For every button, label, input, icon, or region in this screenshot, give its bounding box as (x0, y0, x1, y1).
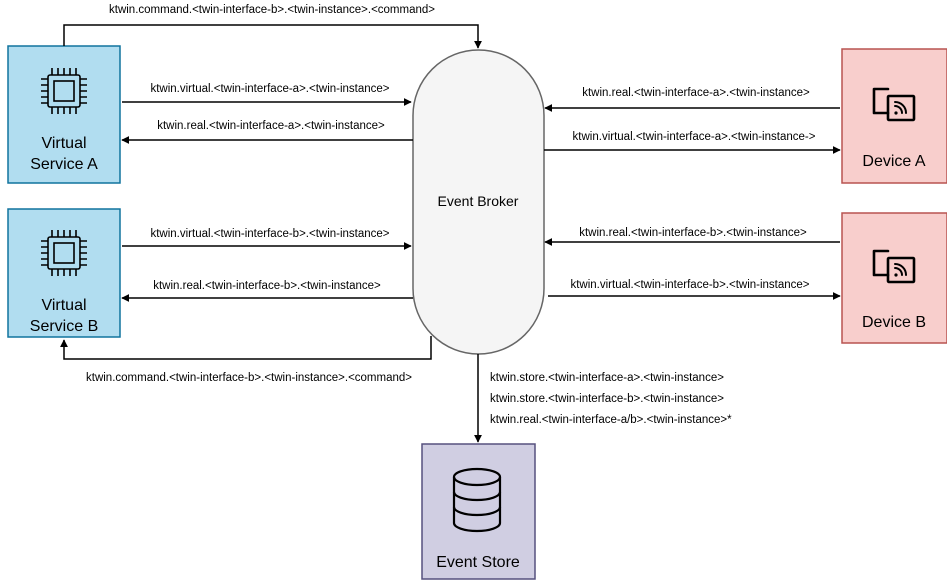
device-a-node[interactable]: Device A (841, 48, 947, 184)
edge-db-real-label: ktwin.real.<twin-interface-b>.<twin-inst… (579, 227, 807, 239)
device-a-box (841, 48, 947, 184)
edge-da-virtual-label: ktwin.virtual.<twin-interface-a>.<twin-i… (573, 131, 816, 143)
device-a-label: Device A (862, 153, 925, 170)
edge-da-virtual: ktwin.virtual.<twin-interface-a>.<twin-i… (544, 131, 841, 154)
edge-command-bottom-label: ktwin.command.<twin-interface-b>.<twin-i… (86, 372, 412, 384)
event-store-label: Event Store (436, 554, 520, 571)
device-signal-icon (872, 249, 916, 284)
cpu-chip-icon (41, 68, 87, 114)
virtual-service-a-label-line2: Service A (30, 156, 98, 173)
virtual-service-b-label-line2: Service B (30, 318, 98, 335)
edge-command-bottom: ktwin.command.<twin-interface-b>.<twin-i… (60, 336, 432, 384)
edge-store-label-3: ktwin.real.<twin-interface-a/b>.<twin-in… (490, 414, 732, 426)
device-b-node[interactable]: Device B (841, 212, 947, 344)
edge-store-label-2: ktwin.store.<twin-interface-b>.<twin-ins… (490, 393, 724, 405)
virtual-service-a-label-line1: Virtual (41, 135, 86, 152)
edge-vsa-virtual: ktwin.virtual.<twin-interface-a>.<twin-i… (122, 83, 412, 106)
edge-store: ktwin.store.<twin-interface-a>.<twin-ins… (474, 354, 732, 443)
edge-db-real: ktwin.real.<twin-interface-b>.<twin-inst… (544, 227, 840, 246)
virtual-service-b-node[interactable]: Virtual Service B (7, 208, 121, 338)
device-b-label: Device B (862, 314, 926, 331)
edge-vsa-real: ktwin.real.<twin-interface-a>.<twin-inst… (121, 120, 413, 144)
edge-vsb-virtual-label: ktwin.virtual.<twin-interface-b>.<twin-i… (150, 228, 389, 240)
edge-da-real-label: ktwin.real.<twin-interface-a>.<twin-inst… (582, 87, 810, 99)
edge-command-top-label: ktwin.command.<twin-interface-b>.<twin-i… (109, 4, 435, 16)
event-broker-label: Event Broker (438, 193, 519, 209)
device-signal-icon (872, 87, 916, 122)
edge-store-label-1: ktwin.store.<twin-interface-a>.<twin-ins… (490, 372, 724, 384)
edge-vsb-real: ktwin.real.<twin-interface-b>.<twin-inst… (121, 280, 413, 302)
edge-vsb-virtual: ktwin.virtual.<twin-interface-b>.<twin-i… (122, 228, 412, 250)
event-store-box (421, 443, 536, 580)
edge-command-top: ktwin.command.<twin-interface-b>.<twin-i… (63, 4, 482, 49)
edge-vsb-real-label: ktwin.real.<twin-interface-b>.<twin-inst… (153, 280, 381, 292)
edge-command-bottom-line (60, 336, 432, 360)
virtual-service-b-label-line1: Virtual (41, 297, 86, 314)
edge-da-real: ktwin.real.<twin-interface-a>.<twin-inst… (544, 87, 840, 112)
edge-db-virtual: ktwin.virtual.<twin-interface-b>.<twin-i… (548, 279, 841, 300)
virtual-service-a-node[interactable]: Virtual Service A (7, 45, 121, 184)
event-store-node[interactable]: Event Store (421, 443, 536, 580)
device-b-box (841, 212, 947, 344)
edge-db-virtual-label: ktwin.virtual.<twin-interface-b>.<twin-i… (570, 279, 809, 291)
edge-vsa-real-label: ktwin.real.<twin-interface-a>.<twin-inst… (157, 120, 385, 132)
event-broker-node[interactable]: Event Broker (412, 49, 545, 355)
edge-command-top-line (63, 24, 482, 49)
database-icon (452, 467, 502, 533)
edge-vsa-virtual-label: ktwin.virtual.<twin-interface-a>.<twin-i… (150, 83, 389, 95)
cpu-chip-icon (41, 230, 87, 276)
